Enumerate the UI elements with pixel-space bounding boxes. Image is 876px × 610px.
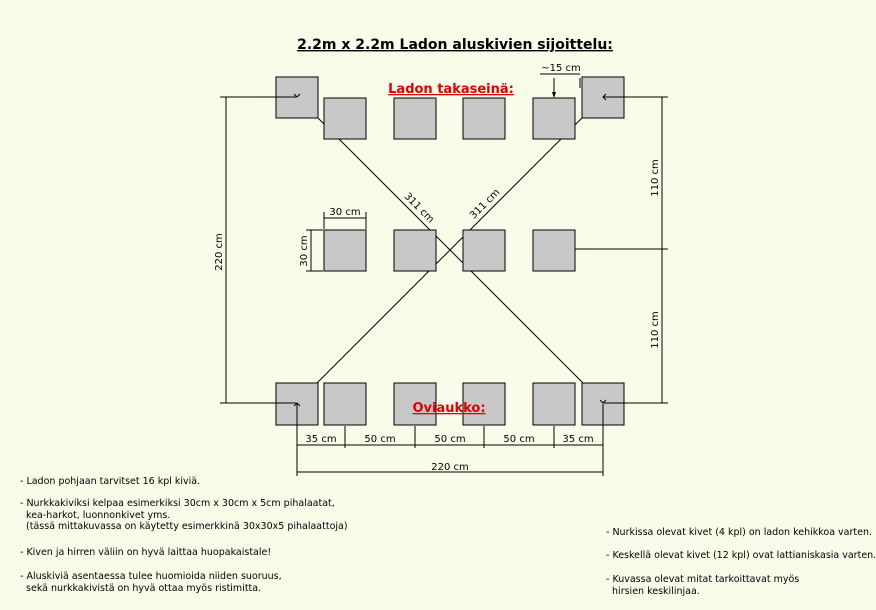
diagram-title: 2.2m x 2.2m Ladon aluskivien sijoittelu: [297, 37, 613, 53]
note-left-2: - Nurkkakiviksi kelpaa esimerkiksi 30cm … [20, 498, 348, 532]
height-220-label: 220 cm [214, 233, 225, 271]
note-right-3: - Kuvassa olevat mitat tarkoittavat myös… [606, 574, 800, 597]
bottom-35-left-label: 35 cm [305, 434, 336, 445]
stone-height-label: 30 cm [299, 235, 310, 266]
note-right-2: - Keskellä olevat kivet (12 kpl) ovat la… [606, 550, 876, 561]
stone-mid-2 [393, 229, 437, 272]
corner-marks [293, 93, 607, 407]
note-left-1: - Ladon pohjaan tarvitset 16 kpl kiviä. [20, 476, 201, 487]
stone-top-3 [462, 97, 506, 140]
stone-size-dimension [306, 212, 367, 272]
note-left-3: - Kiven ja hirren väliin on hyvä laittaa… [20, 547, 272, 558]
half-top-label: 110 cm [650, 159, 661, 197]
height-220-dimension [220, 96, 296, 404]
stone-top-4 [532, 97, 576, 140]
stone-mid-1 [323, 229, 367, 272]
gap-15-arrow [552, 92, 556, 98]
bottom-50-2-label: 50 cm [434, 434, 465, 445]
note-left-4: - Aluskiviä asentaessa tulee huomioida n… [20, 571, 282, 594]
half-bottom-label: 110 cm [650, 311, 661, 349]
stone-top-2 [393, 97, 437, 140]
bottom-50-1-label: 50 cm [364, 434, 395, 445]
stone-bottom-3 [462, 382, 506, 426]
gap-15-dimension [540, 73, 581, 97]
bottom-dimension [296, 404, 604, 476]
bottom-35-right-label: 35 cm [562, 434, 593, 445]
stone-bottom-2 [393, 382, 437, 426]
width-220-label: 220 cm [431, 462, 469, 473]
stone-bottom-1 [323, 382, 367, 426]
stone-width-label: 30 cm [329, 207, 360, 218]
stone-bottom-4 [532, 382, 576, 426]
diagonal-2-label: 311 cm [468, 187, 502, 221]
back-wall-label: Ladon takaseinä: [388, 82, 514, 97]
door-opening-label: Oviaukko: [412, 401, 485, 416]
stone-mid-4 [532, 229, 576, 272]
right-height-dimension [575, 96, 668, 404]
stone-mid-3 [462, 229, 506, 272]
stone-top-1 [323, 97, 367, 140]
diagonal-line-2 [296, 96, 604, 404]
gap-15-label: ~15 cm [541, 63, 581, 74]
bottom-50-3-label: 50 cm [503, 434, 534, 445]
diagonal-1-label: 311 cm [402, 191, 436, 225]
note-right-1: - Nurkissa olevat kivet (4 kpl) on ladon… [606, 527, 873, 538]
middle-stones [323, 97, 576, 426]
